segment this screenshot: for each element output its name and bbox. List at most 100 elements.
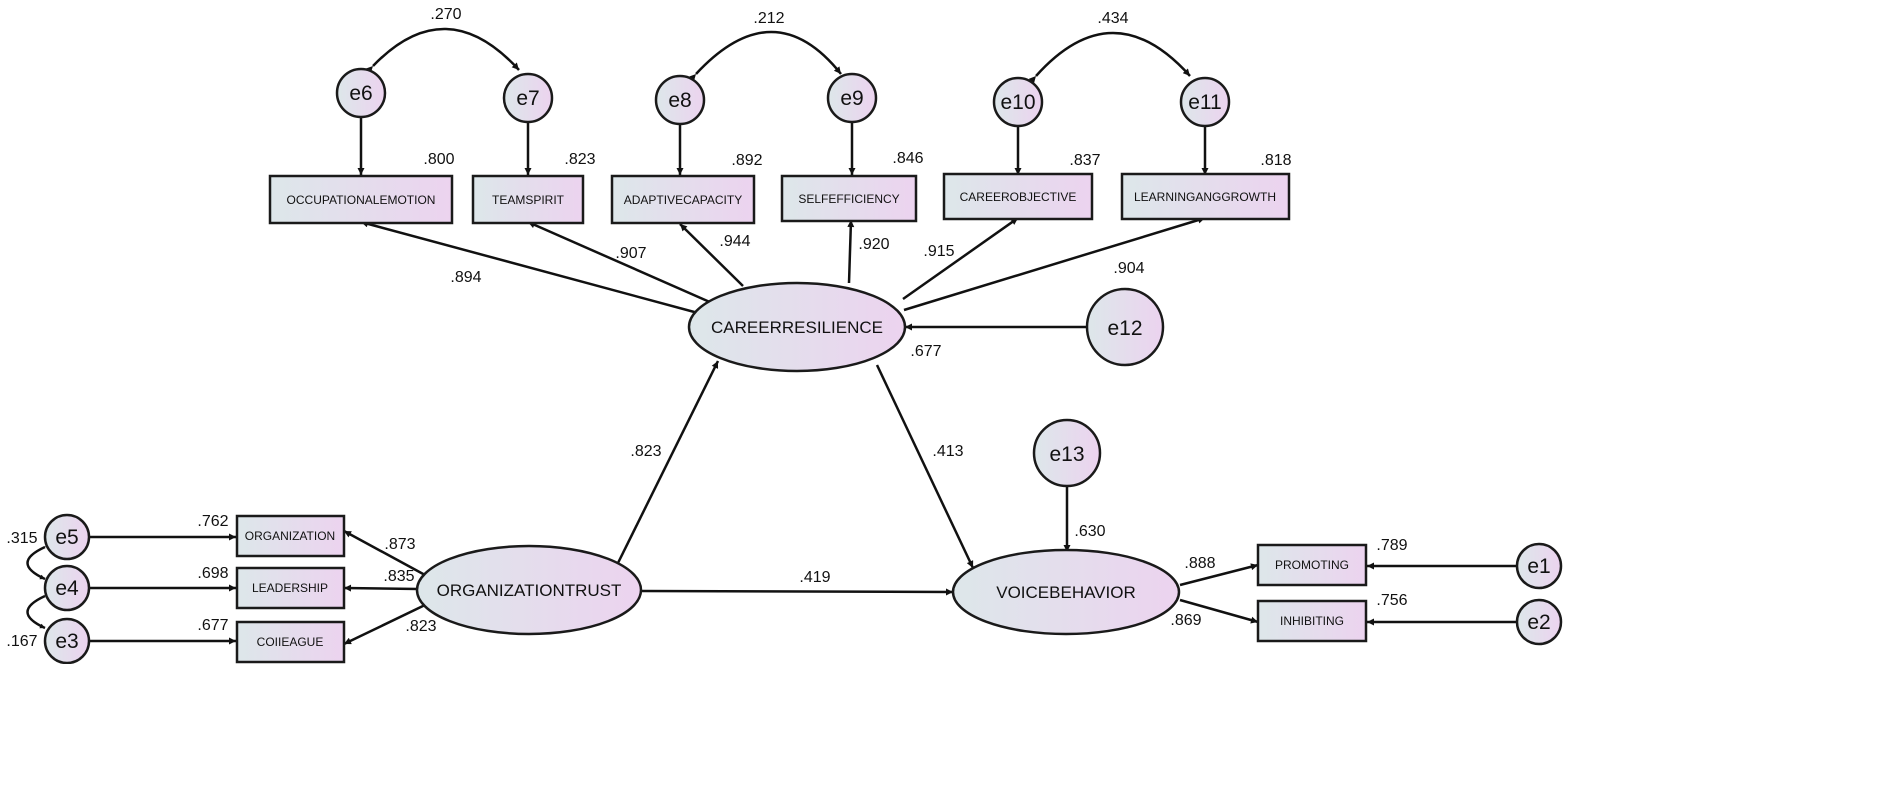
loading-to-organization xyxy=(343,529,426,577)
covariance-arc-e4-e5 xyxy=(26,542,51,581)
loading-to-team-spirit xyxy=(527,220,713,305)
observed-label: ORGANIZATION xyxy=(245,529,335,543)
error-e3: e3 xyxy=(43,617,91,664)
covariance-label-e8-e9: .212 xyxy=(753,10,784,27)
r2-label-occupational-emotion: .800 xyxy=(423,151,454,168)
covariance-label-e6-e7: .270 xyxy=(430,6,461,23)
error-label: e6 xyxy=(349,82,372,105)
observed-label: ADAPTIVECAPACITY xyxy=(624,193,742,207)
observed-label: COIIEAGUE xyxy=(257,635,324,649)
observed-label: PROMOTING xyxy=(1275,558,1349,572)
observed-organization: ORGANIZATION xyxy=(235,514,346,558)
latent-label: ORGANIZATIONTRUST xyxy=(437,581,622,600)
r2-label-colleague: .677 xyxy=(197,617,228,634)
loading-label-career-objective: .915 xyxy=(923,243,954,260)
r2-label-adaptive-capacity: .892 xyxy=(731,152,762,169)
latent-label: VOICEBEHAVIOR xyxy=(996,583,1136,602)
error-label: e5 xyxy=(55,526,78,549)
loading-label-leadership: .835 xyxy=(383,568,414,585)
error-label: e2 xyxy=(1527,611,1550,634)
observed-self-efficiency: SELFEFFICIENCY xyxy=(780,174,918,223)
error-label: e12 xyxy=(1107,317,1142,340)
loading-label-adaptive-capacity: .944 xyxy=(719,233,750,250)
error-e11: e11 xyxy=(1179,76,1231,128)
loading-label-team-spirit: .907 xyxy=(615,245,646,262)
loading-label-promoting: .888 xyxy=(1184,555,1215,572)
covariance-arc-e10-e11 xyxy=(1028,31,1191,84)
r2-label-career-resilience: .677 xyxy=(910,343,941,360)
loading-label-colleague: .823 xyxy=(405,618,436,635)
observed-label: INHIBITING xyxy=(1280,614,1344,628)
error-label: e11 xyxy=(1188,91,1221,114)
path-resilience-to-voice xyxy=(875,364,975,569)
loading-to-adaptive-capacity xyxy=(679,223,744,287)
r2-label-voice-behavior: .630 xyxy=(1074,523,1105,540)
observed-label: OCCUPATIONALEMOTION xyxy=(287,193,436,207)
error-label: e1 xyxy=(1527,555,1550,578)
error-label: e3 xyxy=(55,630,78,653)
covariance-label-e3-e4: .167 xyxy=(6,633,37,650)
covariance-label-e4-e5: .315 xyxy=(6,530,37,547)
error-label: e7 xyxy=(516,87,539,110)
error-label: e4 xyxy=(55,577,79,600)
r2-label-organization: .762 xyxy=(197,513,228,530)
error-e9: e9 xyxy=(826,72,878,124)
r2-label-promoting: .789 xyxy=(1376,537,1407,554)
path-trust-to-voice xyxy=(640,588,954,596)
observed-label: LEADERSHIP xyxy=(252,581,328,595)
r2-label-leadership: .698 xyxy=(197,565,228,582)
latent-voice-behavior: VOICEBEHAVIOR xyxy=(951,548,1181,636)
loading-to-inhibiting xyxy=(1179,598,1259,624)
loading-label-occupational-emotion: .894 xyxy=(450,269,481,286)
loading-to-learning-growth xyxy=(903,216,1206,312)
loading-label-inhibiting: .869 xyxy=(1170,612,1201,629)
latent-career-resilience: CAREERRESILIENCE xyxy=(687,281,907,373)
covariance-label-e10-e11: .434 xyxy=(1097,10,1128,27)
sem-path-diagram: OCCUPATIONALEMOTION TEAMSPIRIT ADAPTIVEC… xyxy=(6,6,1563,664)
path-trust-to-resilience xyxy=(615,360,720,566)
observed-team-spirit: TEAMSPIRIT xyxy=(471,174,585,225)
error-e13: e13 xyxy=(1032,418,1102,488)
loading-to-career-objective xyxy=(902,216,1019,301)
error-label: e13 xyxy=(1049,443,1084,466)
observed-colleague: COIIEAGUE xyxy=(235,620,346,664)
error-label: e8 xyxy=(668,89,691,112)
observed-leadership: LEADERSHIP xyxy=(235,566,346,610)
loading-to-occupational-emotion xyxy=(360,220,699,315)
path-label-trust-to-resilience: .823 xyxy=(630,443,661,460)
loading-label-organization: .873 xyxy=(384,536,415,553)
loading-label-learning-growth: .904 xyxy=(1113,260,1144,277)
covariance-arc-e8-e9 xyxy=(688,30,842,82)
r2-label-career-objective: .837 xyxy=(1069,152,1100,169)
observed-label: TEAMSPIRIT xyxy=(492,193,565,207)
error-e12: e12 xyxy=(1085,287,1165,367)
observed-adaptive-capacity: ADAPTIVECAPACITY xyxy=(610,174,756,225)
covariance-arc-e3-e4 xyxy=(26,591,51,630)
error-e1: e1 xyxy=(1515,542,1563,590)
latent-organization-trust: ORGANIZATIONTRUST xyxy=(415,544,643,636)
observed-label: LEARNINGANGGROWTH xyxy=(1134,190,1276,204)
error-e5: e5 xyxy=(43,513,91,561)
error-e7: e7 xyxy=(502,72,554,124)
path-label-trust-to-voice: .419 xyxy=(799,569,830,586)
observed-learning-growth: LEARNINGANGGROWTH xyxy=(1120,172,1291,221)
path-label-resilience-to-voice: .413 xyxy=(932,443,963,460)
loading-to-promoting xyxy=(1179,563,1259,587)
r2-label-team-spirit: .823 xyxy=(564,151,595,168)
observed-career-objective: CAREEROBJECTIVE xyxy=(942,172,1094,221)
error-label: e10 xyxy=(1000,91,1035,114)
r2-label-inhibiting: .756 xyxy=(1376,592,1407,609)
error-e8: e8 xyxy=(654,74,706,126)
observed-label: CAREEROBJECTIVE xyxy=(960,190,1077,204)
observed-promoting: PROMOTING xyxy=(1256,543,1368,587)
loading-to-leadership xyxy=(343,584,419,592)
latent-label: CAREERRESILIENCE xyxy=(711,318,883,337)
r2-label-learning-growth: .818 xyxy=(1260,152,1291,169)
error-e10: e10 xyxy=(992,76,1044,128)
loading-to-colleague xyxy=(343,603,426,646)
loading-to-self-efficiency xyxy=(847,219,855,284)
error-e4: e4 xyxy=(43,564,91,612)
observed-label: SELFEFFICIENCY xyxy=(798,192,899,206)
loading-label-self-efficiency: .920 xyxy=(858,236,889,253)
error-label: e9 xyxy=(840,87,863,110)
